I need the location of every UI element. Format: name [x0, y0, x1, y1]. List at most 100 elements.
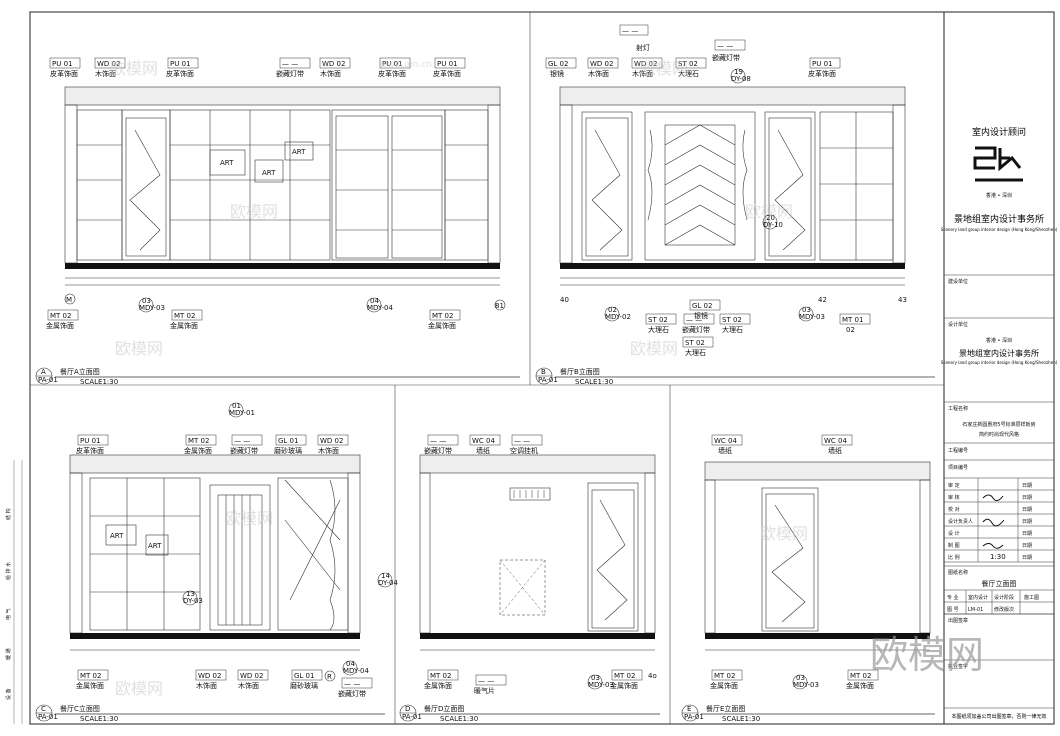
tag-code: WD 02: [634, 60, 657, 68]
tag-desc: 射灯: [636, 43, 650, 52]
tag-desc: 木饰面: [318, 446, 339, 455]
seal-label: 执业签字: [948, 663, 968, 670]
view-letter: E: [687, 705, 691, 713]
material-tags-top-a: PU 01 皮革饰面 WD 02 木饰面 PU 01 皮革饰面 — — 嵌藏灯带…: [49, 57, 466, 78]
tag-code: WD 02: [322, 60, 345, 68]
firm-name-en: Scenery land group interior design (Hong…: [941, 227, 1058, 232]
tag-code: — —: [717, 42, 733, 50]
ceiling-band: [64, 86, 501, 106]
tag-code: WD 02: [320, 437, 343, 445]
tag-desc: 金属饰面: [710, 681, 738, 690]
side-label: 设 备: [5, 688, 12, 700]
footer-note: 本图纸须加盖公司出图签章，否则一律无效: [951, 713, 1046, 720]
tag-desc: 皮革饰面: [808, 69, 836, 78]
tag-code: — —: [282, 60, 298, 68]
elevation-d: — — 嵌藏灯带 WC 04 墙纸 — — 空调挂机 MT 02 金属饰面 — …: [399, 434, 660, 723]
axis-marker: 42: [818, 296, 827, 304]
wood-door-c: [209, 484, 271, 631]
door-b-right: [764, 111, 816, 261]
tag-desc: 大理石: [678, 69, 699, 78]
firm-logo: [973, 146, 1023, 182]
view-code: PA-01: [38, 376, 58, 384]
side-label: 结 构: [5, 508, 12, 520]
date-label: 日期: [1022, 531, 1032, 537]
view-title-a: A PA-01 餐厅A立面图 SCALE1:30: [35, 367, 520, 386]
scale-label: 比 例: [948, 554, 960, 561]
tag-desc: 暖气片: [474, 686, 495, 695]
tag-desc: 墙纸: [828, 446, 842, 455]
elevation-a: ART ART ART PU 01 皮革饰面 WD 02 木饰面 PU 01 皮…: [35, 57, 520, 386]
view-letter: B: [541, 368, 546, 376]
view-title-c: C PA-01 餐厅C立面图 SCALE1:30: [35, 704, 385, 723]
axis-marker: 40: [560, 296, 569, 304]
tag-code: — —: [686, 316, 702, 324]
material-tags-bottom-c: MT 02 金属饰面 WD 02 木饰面 WD 02 木饰面 GL 01 磨砂玻…: [76, 660, 373, 698]
callout-ref: MDY-03: [799, 313, 825, 321]
callout-num: 02: [608, 306, 617, 314]
tag-code: — —: [478, 677, 494, 685]
tag-desc: 大理石: [648, 325, 669, 334]
tag-code: WC 04: [824, 437, 847, 445]
tag-code: ST 02: [685, 339, 705, 347]
date-label: 日期: [1022, 483, 1032, 489]
wall-section: [487, 104, 501, 264]
tag-desc: 金属饰面: [428, 321, 456, 330]
view-title: 餐厅A立面图: [60, 367, 100, 376]
view-letter: D: [405, 705, 410, 713]
tag-code: — —: [622, 27, 638, 35]
tag-code: — —: [430, 437, 446, 445]
tag-desc: 皮革饰面: [50, 69, 78, 78]
view-code: PA-01: [38, 713, 58, 721]
tag-code: PU 01: [812, 60, 832, 68]
draw-label: 制 图: [948, 542, 960, 549]
art-frame: [209, 149, 246, 176]
side-labels: 结 构 给 排 水 电 气 暖 通 设 备: [5, 460, 23, 724]
callout-ref: MDY-04: [367, 304, 393, 312]
lead-label: 设计负责人: [948, 518, 973, 525]
marble-feature-wall: [644, 111, 756, 261]
view-scale: SCALE1:30: [575, 378, 613, 386]
callout-ref: MDY-04: [343, 667, 369, 675]
signature-marks: [982, 494, 1005, 549]
tag-desc: 木饰面: [632, 69, 653, 78]
issue-stamp-label: 出图签章: [948, 617, 968, 624]
signature-grid: [944, 477, 1054, 563]
view-title: 餐厅C立面图: [60, 704, 100, 713]
callout-ref: DY-03: [183, 597, 203, 605]
elevation-b: 射灯 — — — — 嵌藏灯带 19 DY-08 GL 02 银镜 WD 02 …: [535, 24, 935, 386]
view-scale: SCALE1:30: [440, 715, 478, 723]
side-label: 电 气: [5, 608, 12, 620]
callout-ref: MDY-03: [139, 304, 165, 312]
callout-num: 04: [370, 297, 379, 305]
tag-code: — —: [344, 680, 360, 688]
view-title: 餐厅D立面图: [424, 704, 464, 713]
callout-ref: MDY-03: [588, 681, 614, 689]
tag-code: GL 02: [692, 302, 712, 310]
view-title-b: B PA-01 餐厅B立面图 SCALE1:30: [535, 367, 935, 386]
frosted-glass-c: [277, 477, 349, 631]
tag-desc: 金属饰面: [76, 681, 104, 690]
tag-desc: 金属饰面: [184, 446, 212, 455]
project-subtitle: 简约时尚现代风格: [979, 431, 1019, 438]
discipline-value: 室内设计: [968, 594, 988, 601]
tag-code: GL 01: [278, 437, 298, 445]
date-label: 日期: [1022, 495, 1032, 501]
sheet-no-value: LM-01: [968, 607, 983, 613]
drawing-name-label: 图纸名称: [948, 569, 968, 576]
material-tags-bottom-b: 40 42 43 02 MDY-02 ST 02 大理石 GL 02 银镜 — …: [560, 296, 907, 357]
tag-desc: 嵌藏灯带: [276, 69, 304, 78]
ac-grille: [513, 490, 545, 498]
tag-desc: 磨砂玻璃: [290, 681, 318, 690]
tag-desc: 皮革饰面: [166, 69, 194, 78]
brand-heading: 室内设计顾问: [972, 126, 1026, 138]
callout-num: 14: [381, 572, 390, 580]
check-label: 校 对: [948, 506, 960, 513]
door-e: [761, 487, 819, 632]
tag-desc: 嵌藏灯带: [424, 446, 452, 455]
view-scale: SCALE1:30: [80, 715, 118, 723]
tag-code: ST 02: [648, 316, 668, 324]
tag-desc: 嵌藏灯带: [230, 446, 258, 455]
tag-code: MT 02: [174, 312, 195, 320]
art-frame: [284, 141, 314, 161]
callout-num: 03: [802, 306, 811, 314]
